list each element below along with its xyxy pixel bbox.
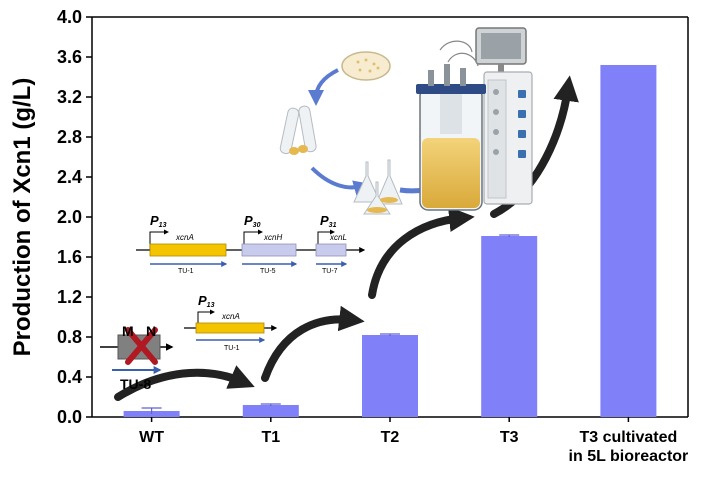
- xcnL-gene-block: [315, 243, 347, 257]
- t2-tu-1: TU-1: [178, 268, 194, 275]
- bars: [123, 65, 657, 417]
- x-tick-label: WT: [139, 429, 164, 446]
- error-bars: [141, 234, 520, 414]
- bioreactor-illustration: [416, 27, 533, 211]
- t2-gene-3: xcnL: [329, 233, 347, 242]
- t1-gene-label: xcnA: [221, 312, 240, 321]
- flasks-icon: [353, 159, 403, 215]
- t2-gene-2: xcnH: [263, 233, 282, 242]
- bar: [481, 236, 538, 417]
- y-tick-label: 3.6: [57, 47, 82, 67]
- xcnA-gene-block: [195, 322, 265, 334]
- bar: [242, 405, 299, 417]
- y-tick-label: 0.8: [57, 327, 82, 347]
- bar: [600, 65, 657, 417]
- t2-tu-2: TU-5: [260, 268, 276, 275]
- t2-construct-diagram: P13 xcnA TU-1 P30 xcnH TU-5 P31 xcnL TU-…: [136, 213, 366, 275]
- arrow-t2-to-t3: [368, 206, 475, 299]
- y-tick-label: 1.2: [57, 287, 82, 307]
- y-tick-label: 2.4: [57, 167, 82, 187]
- xcnA-gene-block-2: [149, 243, 227, 257]
- cross-icon: [125, 327, 158, 365]
- t2-promoter-2: P30: [244, 213, 261, 229]
- t1-tu-label: TU-1: [224, 345, 240, 352]
- tu8-deletion-diagram: M N TU-8: [100, 323, 174, 392]
- t1-construct-diagram: P13 xcnA TU-1: [184, 293, 278, 352]
- xcnH-gene-block: [241, 243, 297, 257]
- arrow-t1-to-t2: [261, 305, 365, 382]
- y-tick-label: 1.6: [57, 247, 82, 267]
- y-ticks: 0.0 0.4 0.8 1.2 1.6 2.0 2.4 2.8 3.2 3.6 4.0: [57, 7, 92, 427]
- x-tick-label: T3: [500, 429, 519, 446]
- y-tick-label: 4.0: [57, 7, 82, 27]
- y-tick-label: 0.4: [57, 367, 82, 387]
- bar: [362, 335, 418, 417]
- tu8-label: TU-8: [120, 376, 151, 392]
- y-axis-label: Production of Xcn1 (g/L): [9, 78, 36, 357]
- tu8-right-letter: N: [146, 323, 156, 339]
- x-tick-label: T1: [261, 429, 280, 446]
- cycle-arrow-1: [308, 68, 339, 106]
- y-tick-label: 2.8: [57, 127, 82, 147]
- arrow-wt-to-t1: [114, 365, 255, 401]
- y-tick-label: 0.0: [57, 407, 82, 427]
- t2-promoter-3: P31: [320, 213, 337, 229]
- test-tubes-icon: [279, 105, 317, 155]
- y-tick-label: 2.0: [57, 207, 82, 227]
- x-tick-label: T2: [381, 429, 400, 446]
- t2-tu-3: TU-7: [322, 268, 338, 275]
- t2-promoter-1: P13: [150, 213, 167, 229]
- t2-gene-1: xcnA: [175, 233, 194, 242]
- petri-dish-icon: [341, 51, 391, 81]
- cycle-arrow-2: [310, 166, 370, 196]
- tu8-left-letter: M: [122, 323, 134, 339]
- y-tick-label: 3.2: [57, 87, 82, 107]
- t1-promoter-label: P13: [198, 293, 215, 309]
- culture-workflow-illustration: [279, 51, 464, 215]
